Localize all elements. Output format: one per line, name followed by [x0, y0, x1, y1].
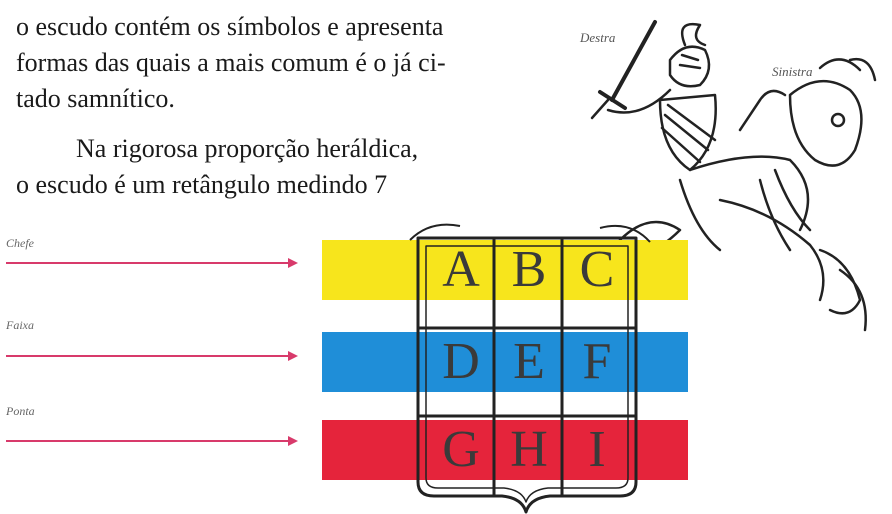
letter-b: B [511, 241, 547, 298]
letter-f: F [582, 333, 612, 390]
band-chefe [322, 240, 688, 300]
shield-outline [409, 223, 651, 514]
label-destra: Destra [579, 30, 616, 45]
letter-i: I [588, 421, 606, 478]
text-line-5: o escudo é um retângulo medindo 7 [16, 170, 388, 199]
label-chefe: Chefe [6, 236, 34, 250]
arrow-ponta [6, 440, 290, 442]
arrow-head-chefe [288, 258, 298, 268]
letter-a: A [442, 241, 480, 298]
text-line-2: formas das quais a mais comum é o já ci- [16, 48, 446, 77]
letter-d: D [442, 333, 480, 390]
horse-head [788, 79, 863, 167]
letter-h: H [510, 421, 548, 478]
label-sinistra: Sinistra [772, 64, 813, 79]
label-faixa: Faixa [6, 318, 34, 332]
band-ponta [322, 420, 688, 480]
letter-e: E [513, 333, 545, 390]
arrow-head-faixa [288, 351, 298, 361]
band-faixa [322, 332, 688, 392]
knight-illustration: Destra Sinistra [579, 20, 877, 332]
label-ponta: Ponta [6, 404, 35, 418]
text-line-4: Na rigorosa proporção heráldica, [76, 134, 419, 163]
letter-c: C [579, 241, 615, 298]
sword [610, 20, 657, 102]
letter-g: G [442, 421, 480, 478]
rider-arm [606, 88, 672, 114]
text-line-3: tado samnítico. [16, 84, 175, 113]
arrow-faixa [6, 355, 290, 357]
arrow-head-ponta [288, 436, 298, 446]
arrow-chefe [6, 262, 290, 264]
text-line-1: o escudo contém os símbolos e apresenta [16, 12, 444, 41]
